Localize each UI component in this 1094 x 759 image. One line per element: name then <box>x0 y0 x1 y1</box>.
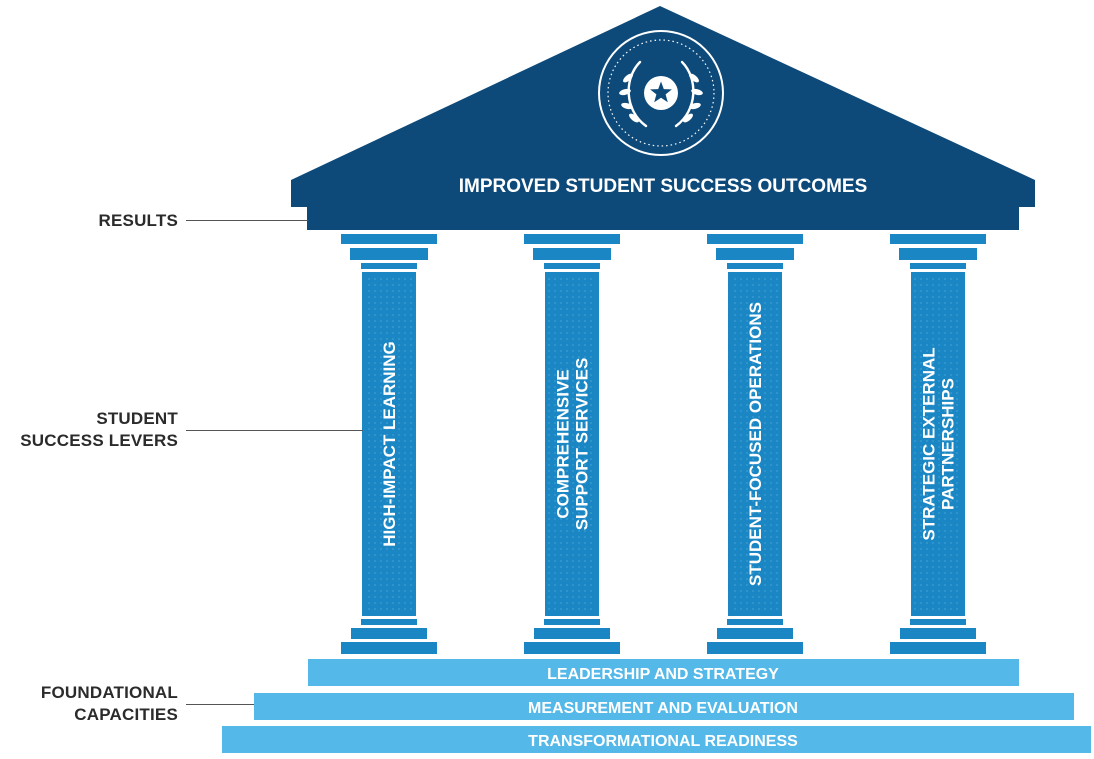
step-measurement <box>254 693 1074 720</box>
pillar-base-mid <box>717 628 793 639</box>
pillar-capital-top <box>890 234 986 244</box>
step-transformational-label: TRANSFORMATIONAL READINESS <box>528 733 798 750</box>
pillar-1: HIGH-IMPACT LEARNING <box>341 234 437 654</box>
pillar-base-bottom <box>890 642 986 654</box>
pillar-3-label: STUDENT-FOCUSED OPERATIONS <box>746 302 765 586</box>
pillar-shaft-texture <box>914 276 962 612</box>
step-measurement-label: MEASUREMENT AND EVALUATION <box>528 700 798 717</box>
pillar-capital-neck <box>544 263 600 269</box>
pillar-2-label: COMPREHENSIVESUPPORT SERVICES <box>554 358 592 531</box>
pillar-base-bottom <box>524 642 620 654</box>
pillar-base-neck <box>361 619 417 625</box>
pillar-base-mid <box>534 628 610 639</box>
pillar-capital-mid <box>716 248 794 260</box>
pillar-capital-mid <box>533 248 611 260</box>
pillar-base-mid <box>900 628 976 639</box>
pillar-capital-top <box>341 234 437 244</box>
pillar-base-mid <box>351 628 427 639</box>
pillar-shaft-texture <box>548 276 596 612</box>
pillar-capital-top <box>524 234 620 244</box>
architrave-beam <box>307 207 1019 230</box>
pillar-shaft-texture <box>731 276 779 612</box>
pillar-capital-top <box>707 234 803 244</box>
pillar-base-bottom <box>341 642 437 654</box>
pillar-base-neck <box>544 619 600 625</box>
step-transformational <box>222 726 1091 753</box>
capacities-label: FOUNDATIONAL CAPACITIES <box>40 683 178 724</box>
star-laurel-seal-icon <box>598 30 724 156</box>
pillar-base-bottom <box>707 642 803 654</box>
pillar-shaft-texture <box>365 276 413 612</box>
pillar-1-label: HIGH-IMPACT LEARNING <box>380 341 399 547</box>
levers-leader-line <box>186 430 363 431</box>
pillar-label-line: PARTNERSHIPS <box>939 378 958 510</box>
pillar-capital-neck <box>910 263 966 269</box>
pillar-base-neck <box>727 619 783 625</box>
capacities-leader-line <box>186 704 254 705</box>
pillar-label-line: STRATEGIC EXTERNAL <box>920 347 939 540</box>
pillar-base-neck <box>910 619 966 625</box>
pillar-4: STRATEGIC EXTERNALPARTNERSHIPS <box>890 234 986 654</box>
step-leadership <box>308 659 1019 686</box>
pillar-label-line: STUDENT-FOCUSED OPERATIONS <box>746 302 765 586</box>
pillar-label-line: COMPREHENSIVE <box>554 369 573 518</box>
pillar-2: COMPREHENSIVESUPPORT SERVICES <box>524 234 620 654</box>
pillar-capital-mid <box>899 248 977 260</box>
pillar-capital-mid <box>350 248 428 260</box>
step-leadership-label: LEADERSHIP AND STRATEGY <box>547 666 779 683</box>
pillar-label-line: SUPPORT SERVICES <box>573 358 592 531</box>
levers-label: STUDENT SUCCESS LEVERS <box>20 409 178 450</box>
pillar-4-label: STRATEGIC EXTERNALPARTNERSHIPS <box>920 347 958 540</box>
results-leader-line <box>186 220 308 221</box>
results-label: RESULTS <box>98 211 178 230</box>
roof-title: IMPROVED STUDENT SUCCESS OUTCOMES <box>459 176 868 197</box>
pillar-capital-neck <box>361 263 417 269</box>
pillar-3: STUDENT-FOCUSED OPERATIONS <box>707 234 803 654</box>
pillar-label-line: HIGH-IMPACT LEARNING <box>380 341 399 547</box>
pillar-capital-neck <box>727 263 783 269</box>
